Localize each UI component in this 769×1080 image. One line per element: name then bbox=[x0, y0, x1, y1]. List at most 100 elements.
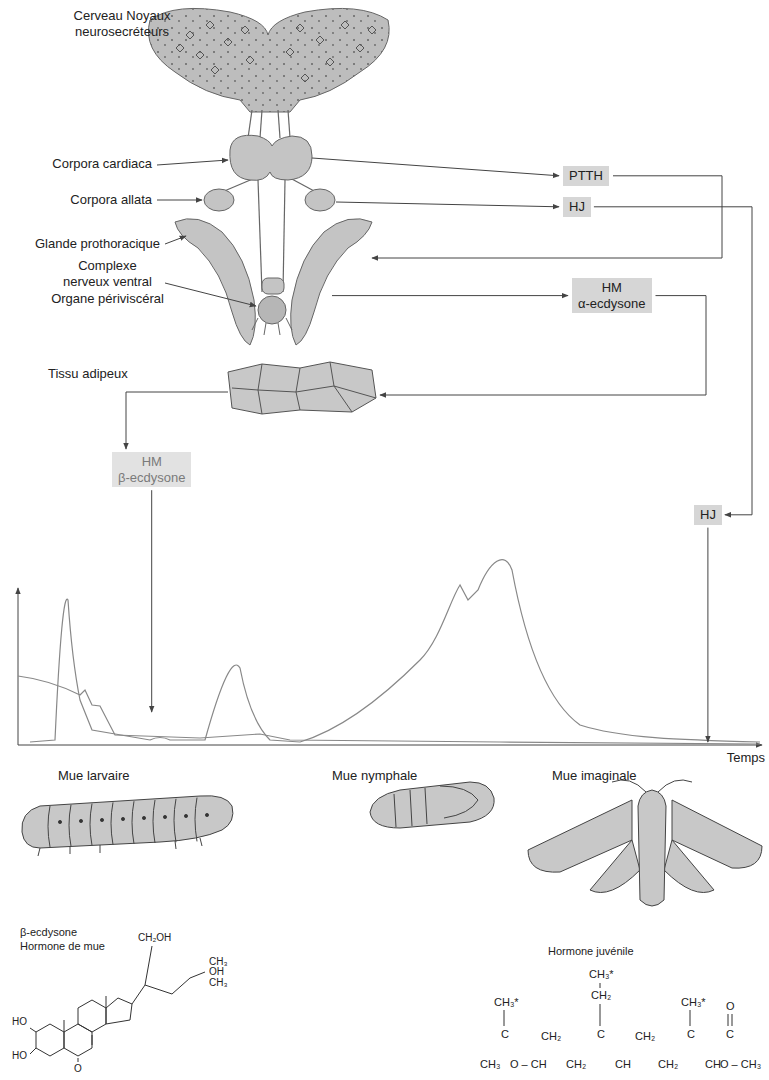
larva-segment bbox=[48, 806, 50, 847]
organ-label: Complexe nerveux ventral bbox=[55, 258, 160, 289]
organ-label: Corpora cardiaca bbox=[52, 156, 152, 172]
atom-label: C bbox=[597, 1028, 605, 1040]
atom-label: C bbox=[687, 1028, 695, 1040]
spiracle bbox=[79, 819, 82, 822]
hormone-box: HMα-ecdysone bbox=[572, 278, 652, 313]
neurosecretory-nucleus bbox=[186, 31, 194, 39]
ecdysone-arrow bbox=[380, 296, 706, 395]
spiracle bbox=[100, 818, 103, 821]
neurosecretory-nucleus bbox=[241, 26, 249, 34]
hormone-box: HMβ-ecdysone bbox=[112, 452, 191, 487]
atom-label: O – CH bbox=[510, 1058, 547, 1070]
atom-label: C bbox=[726, 1028, 734, 1040]
moth bbox=[528, 780, 762, 906]
structure-title: Hormone de mue bbox=[20, 940, 105, 952]
secretion-arrow bbox=[312, 158, 559, 176]
atom-label: HO bbox=[12, 1016, 27, 1027]
larva-segment bbox=[153, 800, 155, 843]
neurosecretory-nucleus bbox=[176, 44, 184, 52]
fat-body bbox=[228, 362, 376, 414]
organ-label: Glande prothoracique bbox=[35, 236, 160, 252]
atom-label: CH₂OH bbox=[138, 932, 171, 943]
leader-line bbox=[165, 283, 256, 306]
atom-label: CH₂ bbox=[658, 1058, 678, 1070]
hormone-name: α-ecdysone bbox=[578, 296, 646, 312]
hormone-box: HJ bbox=[694, 505, 722, 525]
spiracle bbox=[142, 816, 145, 819]
neurosecretory-nucleus bbox=[211, 66, 219, 74]
spiracle bbox=[58, 820, 61, 823]
structure-title: β-ecdysone bbox=[20, 926, 77, 938]
neurosecretory-nucleus bbox=[224, 38, 232, 46]
corpora-cardiaca bbox=[230, 135, 312, 180]
larva-segment bbox=[69, 805, 71, 846]
larva-segment bbox=[132, 801, 134, 844]
ecdysone-curve bbox=[30, 560, 760, 742]
organ-label: Tissu adipeux bbox=[48, 366, 128, 382]
juvenile-hormone-structure bbox=[504, 983, 732, 1026]
axis-label: Mue larvaire bbox=[58, 768, 130, 784]
neurosecretory-nucleus bbox=[286, 48, 294, 56]
juvenile-hormone-arrow bbox=[707, 528, 708, 742]
neurosecretory-nucleus bbox=[246, 56, 254, 64]
atom-label: CH₂ bbox=[541, 1030, 561, 1042]
atom-label: CH₂ bbox=[591, 989, 611, 1001]
larva-segment bbox=[195, 798, 197, 842]
atom-label: C bbox=[501, 1028, 509, 1040]
spiracle bbox=[121, 817, 124, 820]
atom-label: CH₃ bbox=[209, 977, 228, 988]
neurosecretory-nucleus bbox=[301, 74, 309, 82]
atom-label: CH₃* bbox=[589, 968, 614, 980]
atom-label: CH₂ bbox=[566, 1058, 586, 1070]
axis-label: Mue imaginale bbox=[552, 768, 637, 784]
leader-line bbox=[165, 236, 186, 244]
neurosecretory-nucleus bbox=[296, 24, 304, 32]
pupa bbox=[370, 782, 494, 828]
hormone-box: PTTH bbox=[563, 166, 609, 186]
organ-label: Cerveau Noyaux neurosecréteurs bbox=[62, 8, 182, 39]
leader-line bbox=[157, 160, 228, 165]
hormone-name: HM bbox=[118, 454, 185, 470]
hormone-name: β-ecdysone bbox=[118, 470, 185, 486]
prothoracic-gland bbox=[291, 219, 372, 345]
atom-label: CH bbox=[615, 1058, 631, 1070]
atom-label: CH₃* bbox=[681, 996, 706, 1008]
atom-label: CH₃ bbox=[209, 956, 228, 967]
larva bbox=[22, 796, 233, 856]
ecdysone-arrow bbox=[151, 490, 152, 712]
atom-label: CH bbox=[705, 1058, 721, 1070]
ecdysone-structure bbox=[30, 946, 205, 1062]
secretion-arrow bbox=[332, 295, 568, 296]
structure-title: Hormone juvénile bbox=[548, 945, 634, 957]
juvenile-hormone-curve bbox=[18, 676, 760, 744]
atom-label: CH₂ bbox=[635, 1030, 655, 1042]
atom-label: CH₃* bbox=[494, 996, 519, 1008]
hormone-box: HJ bbox=[563, 197, 591, 217]
leader-line bbox=[157, 200, 202, 201]
atom-label: O bbox=[74, 1063, 82, 1074]
atom-label: OH bbox=[209, 966, 224, 977]
atom-label: O bbox=[726, 1000, 735, 1012]
ptth-arrow bbox=[372, 176, 722, 258]
corpora-allata bbox=[305, 189, 335, 211]
neurosecretory-nucleus bbox=[341, 21, 349, 29]
atom-label: HO bbox=[12, 1050, 27, 1061]
spiracle bbox=[205, 813, 208, 816]
hormone-name: HJ bbox=[569, 199, 585, 215]
ventral-complex bbox=[258, 296, 286, 324]
larva-segment bbox=[111, 802, 113, 844]
conversion-arrow bbox=[126, 392, 228, 449]
organ-label: Organe périviscéral bbox=[45, 291, 170, 307]
organ-label: Corpora allata bbox=[70, 192, 152, 208]
neurosecretory-nucleus bbox=[356, 44, 364, 52]
prothoracic-gland bbox=[175, 219, 255, 345]
neurosecretory-nucleus bbox=[326, 58, 334, 66]
corpora-allata bbox=[204, 189, 234, 211]
spiracle bbox=[163, 815, 166, 818]
hormone-name: HM bbox=[578, 280, 646, 296]
larva-segment bbox=[90, 804, 92, 846]
neurosecretory-nucleus bbox=[196, 51, 204, 59]
hormone-arrow bbox=[594, 207, 752, 515]
axis-label: Temps bbox=[727, 750, 765, 766]
neurosecretory-nucleus bbox=[368, 26, 376, 34]
